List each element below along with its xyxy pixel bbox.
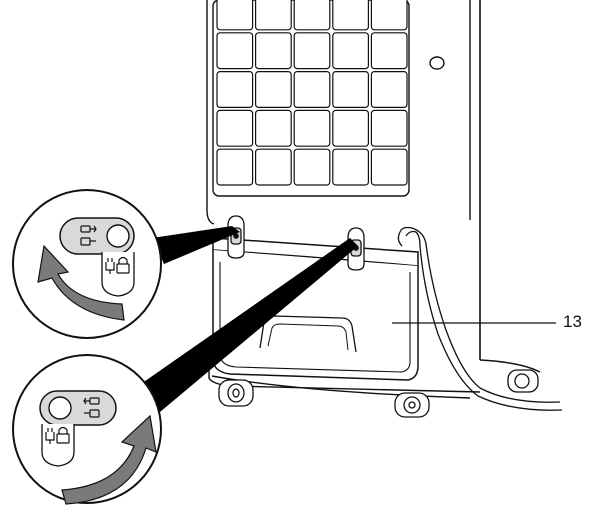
water-tank	[212, 237, 419, 381]
vent-slot	[216, 0, 254, 31]
callout-label-13: 13	[563, 312, 582, 331]
appliance-body	[206, 0, 481, 360]
wheel-left	[218, 379, 254, 407]
vent-slot	[332, 148, 369, 186]
wheel-right	[507, 369, 539, 393]
vent-slot	[293, 70, 331, 108]
vent-slot	[255, 148, 292, 186]
unlock-icon	[80, 225, 97, 233]
vent-slot	[370, 0, 408, 31]
vent-slot	[255, 70, 292, 108]
power-cord	[397, 226, 563, 411]
switch-knob-icon	[48, 396, 72, 420]
vent-slot	[216, 32, 254, 70]
switch-knob-icon	[106, 224, 130, 248]
rotate-arrow-icon	[37, 244, 125, 321]
vent-slot	[332, 109, 369, 147]
vent-slot	[255, 109, 292, 147]
vent-slot	[293, 148, 331, 186]
vent-slot	[293, 109, 331, 147]
lock-icon	[80, 237, 96, 246]
vent-slot	[332, 32, 369, 70]
pointer-wedge-bottom	[138, 238, 358, 412]
lock-icon	[84, 409, 100, 418]
vent-slot	[216, 148, 254, 186]
pointer-wedge-top	[152, 226, 240, 264]
unlock-icon	[83, 397, 100, 405]
wheel-middle	[394, 392, 430, 418]
vent-slot	[293, 32, 331, 70]
inset-detail-top	[12, 189, 162, 339]
plug-icon	[105, 258, 115, 274]
vent-slot	[370, 148, 408, 186]
vent-slot	[370, 70, 408, 108]
rotate-arrow-icon	[61, 414, 157, 505]
vent-slot	[293, 0, 331, 31]
vent-slot	[216, 109, 254, 147]
knob-icon	[429, 56, 445, 70]
vent-slot	[370, 109, 408, 147]
vent-slot	[255, 0, 292, 31]
vent-slot	[255, 32, 292, 70]
vent-slot	[370, 32, 408, 70]
vent-slot	[332, 70, 369, 108]
padlock-icon	[116, 256, 130, 274]
vent-grille	[216, 0, 408, 186]
tank-latch-left[interactable]	[227, 215, 245, 259]
inset-detail-bottom	[12, 354, 162, 505]
vent-slot	[216, 70, 254, 108]
plug-icon	[45, 428, 55, 444]
vent-slot	[332, 0, 369, 31]
padlock-icon	[56, 426, 70, 444]
